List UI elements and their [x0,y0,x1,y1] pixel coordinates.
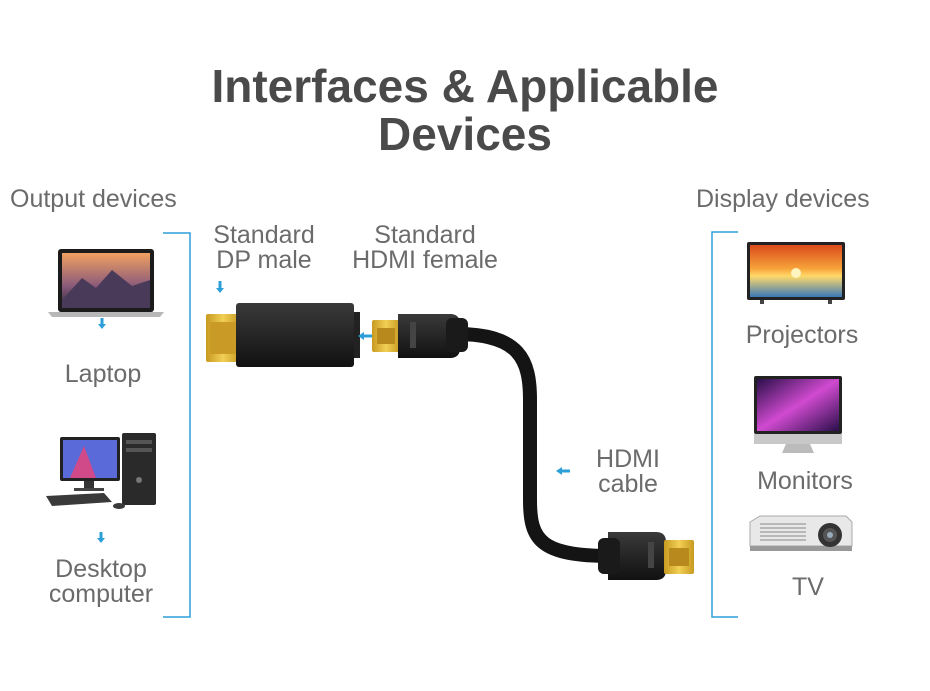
projector-icon [749,515,853,551]
hdmi-cable-icon [372,314,694,580]
hdmi-cable-label: HDMI cable [596,445,660,498]
dp-arrow-icon [216,281,224,293]
hdmi-cable-arrow-icon [556,467,570,475]
output-devices-heading: Output devices [10,185,177,213]
tv-icon [747,242,845,304]
desktop-computer-label: Desktop computer [48,555,154,608]
hdmi-female-arrow-icon [358,332,372,340]
display-bracket [711,231,738,618]
hdmi-female-label: Standard HDMI female [352,221,498,274]
projectors-label: Projectors [745,321,859,349]
display-devices-heading: Display devices [696,185,870,213]
dp-male-connector-icon [206,303,360,367]
laptop-icon [48,249,164,317]
page-title: Interfaces & Applicable Devices [0,62,930,158]
title-line-1: Interfaces & Applicable [211,60,719,112]
title-line-2: Devices [378,108,552,160]
laptop-arrow-icon [98,318,106,329]
output-bracket [163,232,191,618]
monitors-label: Monitors [757,467,853,495]
desktop-computer-icon [46,433,156,509]
desktop-arrow-icon [97,532,105,543]
dp-male-label: Standard DP male [213,221,315,274]
monitor-icon [754,376,842,453]
tv-label: TV [792,573,824,601]
laptop-label: Laptop [64,360,142,388]
